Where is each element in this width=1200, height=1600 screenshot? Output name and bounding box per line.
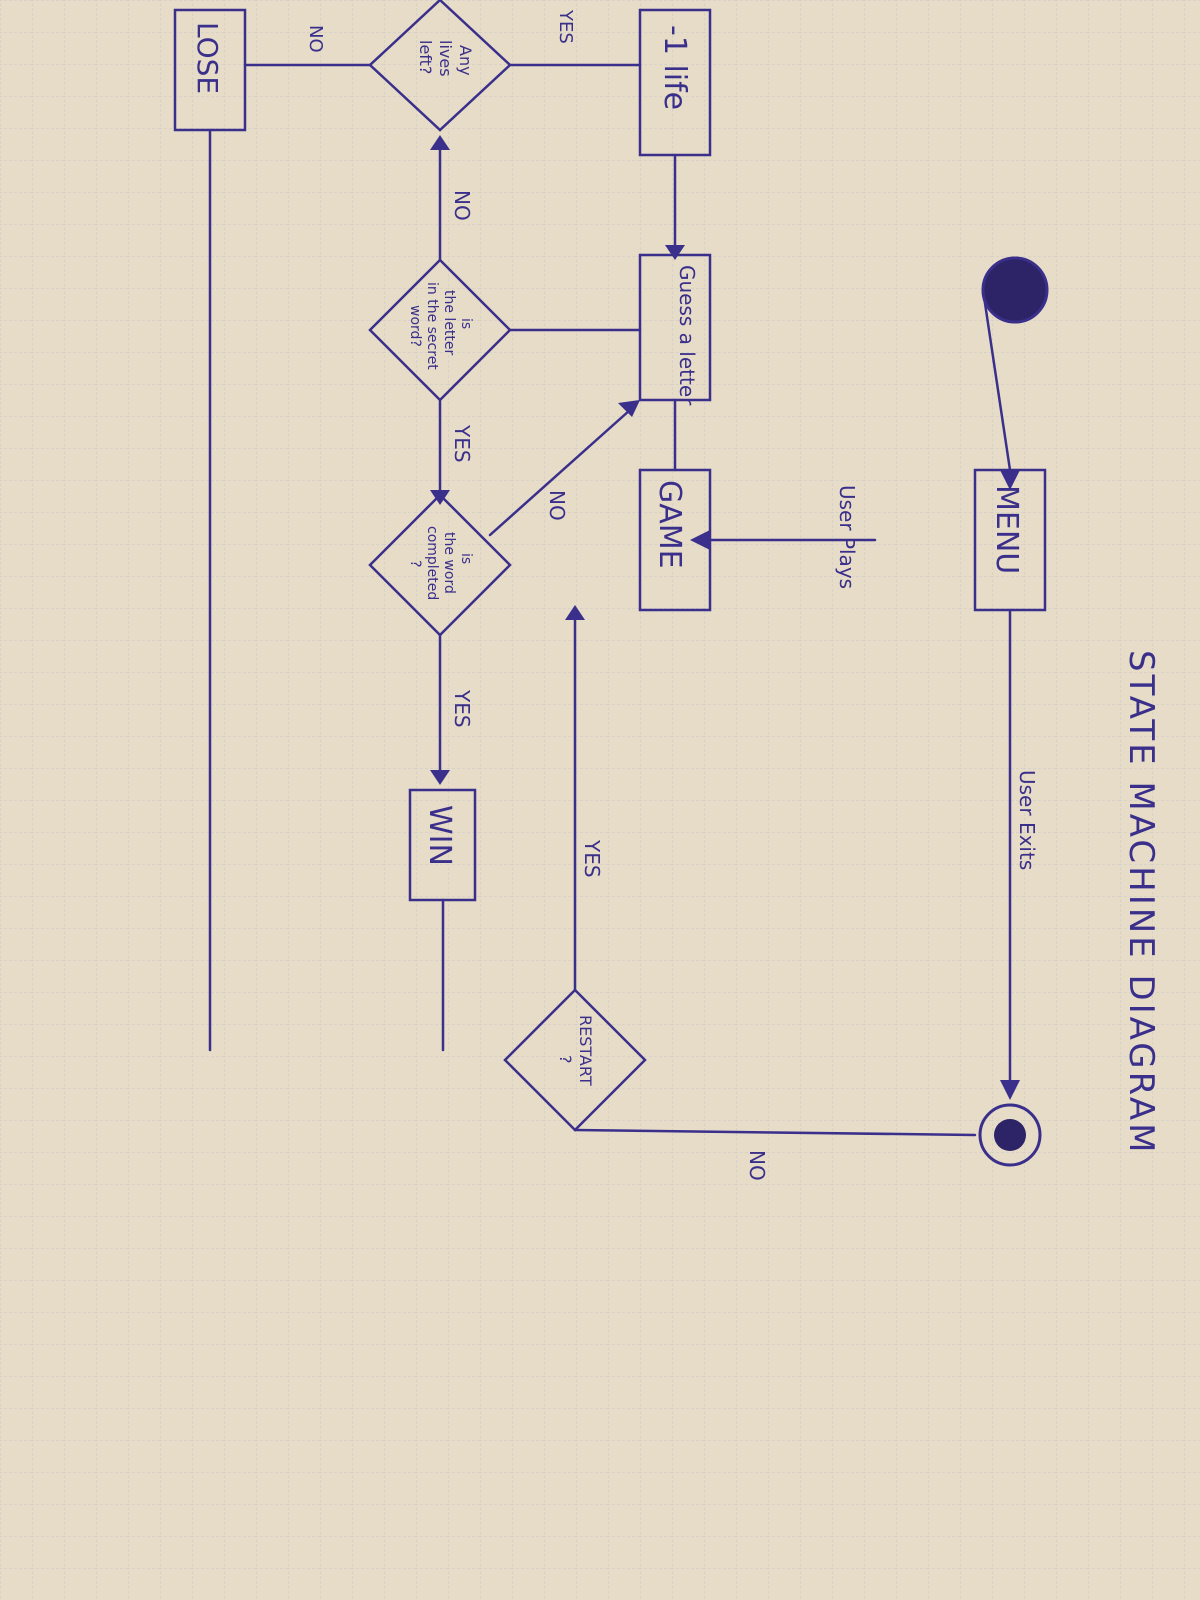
state-minus-life-label: -1 life xyxy=(657,25,692,110)
decision-word-line4: ? xyxy=(407,560,423,567)
edge-word-no xyxy=(488,408,632,537)
decision-lives-line1: Any xyxy=(456,45,475,76)
decision-word-line2: the word xyxy=(441,532,457,594)
state-win-label: WIN xyxy=(422,805,457,866)
decision-restart-line2: ? xyxy=(556,1055,575,1064)
label-no-lives: NO xyxy=(305,25,326,53)
decision-word-completed[interactable] xyxy=(368,493,512,637)
edge-start-to-menu xyxy=(981,288,1012,472)
label-yes-lives: YES xyxy=(555,9,576,44)
arrowhead-final xyxy=(1000,1080,1020,1100)
edge-restart-no xyxy=(573,1128,977,1137)
decision-restart[interactable] xyxy=(503,988,647,1132)
decision-lives-line3: left? xyxy=(416,40,435,74)
decision-word-line3: completed xyxy=(424,526,440,600)
decision-word-line1: is xyxy=(458,553,474,564)
arrowhead-guess xyxy=(665,245,685,260)
initial-state-dot xyxy=(981,256,1049,324)
decision-letter-line2: the letter xyxy=(441,290,457,356)
label-no-word: NO xyxy=(545,490,569,521)
arrowhead-lives xyxy=(430,135,450,150)
arrowhead-guess-return xyxy=(618,400,640,417)
label-yes-word: YES xyxy=(450,689,474,728)
label-yes-restart: YES xyxy=(580,839,604,878)
state-game-label: GAME xyxy=(652,480,687,569)
decision-restart-line1: RESTART xyxy=(576,1015,595,1086)
decision-letter-line4: word? xyxy=(407,305,423,347)
final-state-ring xyxy=(978,1103,1042,1167)
label-user-exits: User Exits xyxy=(1015,770,1039,870)
arrowhead-win xyxy=(430,770,450,785)
diagram-title: STATE MACHINE DIAGRAM xyxy=(1121,650,1161,1156)
decision-letter-in-word[interactable] xyxy=(368,258,512,402)
label-no-letter: NO xyxy=(450,190,474,221)
state-menu-label: MENU xyxy=(989,485,1024,574)
decision-lives-line2: lives xyxy=(436,40,455,77)
label-user-plays: User Plays xyxy=(835,485,859,589)
arrowhead-word-decision xyxy=(430,490,450,505)
diagram-content: STATE MACHINE DIAGRAM MENU User Exits Us… xyxy=(173,0,1161,1181)
decision-letter-line1: is xyxy=(458,318,474,329)
arrowhead-game-top xyxy=(690,530,710,550)
state-lose-label: LOSE xyxy=(191,22,224,94)
label-yes-letter: YES xyxy=(450,424,474,463)
arrowhead-menu xyxy=(1000,470,1020,490)
decision-letter-line3: in the secret xyxy=(424,282,440,370)
state-guess-label: Guess a letter xyxy=(675,265,699,406)
final-state-dot xyxy=(994,1119,1026,1151)
arrowhead-game-restart xyxy=(565,605,585,620)
label-no-restart: NO xyxy=(745,1150,769,1181)
